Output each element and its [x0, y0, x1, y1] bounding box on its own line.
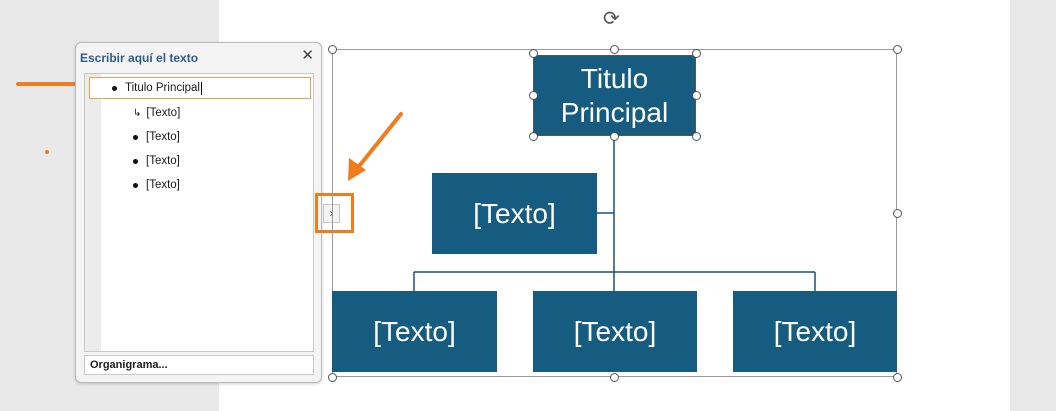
list-item[interactable]: [Texto]: [133, 150, 180, 172]
pane-title: Escribir aquí el texto: [80, 51, 199, 65]
shape-resize-handle[interactable]: [529, 91, 538, 100]
list-item[interactable]: [Texto]: [133, 126, 180, 148]
bullet-icon: [133, 182, 138, 188]
shape-resize-handle[interactable]: [610, 132, 619, 141]
resize-handle[interactable]: [893, 45, 902, 54]
subordinate-shape-text: [Texto]: [373, 315, 456, 347]
arrow-to-toggle-line: [354, 112, 403, 172]
title-shape[interactable]: Titulo Principal: [533, 55, 696, 136]
shape-resize-handle[interactable]: [692, 132, 701, 141]
subordinate-shape[interactable]: [Texto]: [332, 291, 497, 372]
resize-handle[interactable]: [893, 209, 902, 218]
list-item-label: [Texto]: [146, 155, 180, 167]
assistant-shape[interactable]: [Texto]: [432, 173, 597, 254]
close-icon[interactable]: ✕: [301, 47, 314, 64]
pane-footer-link[interactable]: Organigrama...: [84, 355, 314, 375]
text-pane: Escribir aquí el texto ✕ Titulo Principa…: [75, 42, 322, 383]
subordinate-shape-text: [Texto]: [573, 315, 657, 347]
shape-resize-handle[interactable]: [692, 49, 701, 58]
resize-handle[interactable]: [328, 45, 337, 54]
assistant-shape-text: [Texto]: [473, 197, 556, 229]
subordinate-shape[interactable]: [Texto]: [533, 291, 697, 372]
list-item-label: [Texto]: [146, 107, 181, 119]
text-caret: [201, 81, 202, 95]
list-item[interactable]: Titulo Principal: [89, 77, 311, 99]
subordinate-shape[interactable]: [Texto]: [733, 291, 897, 372]
shape-resize-handle[interactable]: [692, 91, 701, 100]
arrow-to-toggle-head: [348, 158, 366, 181]
subordinate-shape-text: [Texto]: [773, 315, 857, 347]
bullet-icon: [133, 158, 138, 164]
toggle-highlight-box: [315, 193, 354, 233]
resize-handle[interactable]: [893, 373, 902, 382]
bullet-icon: [112, 85, 117, 91]
pane-text-list[interactable]: Titulo Principal ↳ [Texto] [Texto] [Text…: [84, 73, 314, 352]
list-item[interactable]: ↳ [Texto]: [133, 102, 180, 124]
list-item-label: [Texto]: [146, 179, 180, 191]
sub-item-arrow-icon: ↳: [133, 107, 142, 119]
list-item-label: [Texto]: [146, 131, 180, 143]
resize-handle[interactable]: [328, 373, 337, 382]
shape-resize-handle[interactable]: [529, 49, 538, 58]
shape-resize-handle[interactable]: [529, 132, 538, 141]
list-item-label: Titulo Principal: [125, 82, 200, 94]
title-shape-text: Titulo Principal: [560, 62, 669, 128]
orange-dot-marker: [45, 150, 49, 154]
pane-gutter: [85, 74, 101, 351]
chevron-right-icon[interactable]: ›: [323, 204, 340, 223]
resize-handle[interactable]: [610, 373, 619, 382]
rotate-handle-icon[interactable]: ⟳: [603, 8, 620, 30]
resize-handle[interactable]: [610, 45, 619, 54]
bullet-icon: [133, 134, 138, 140]
list-item[interactable]: [Texto]: [133, 174, 180, 196]
